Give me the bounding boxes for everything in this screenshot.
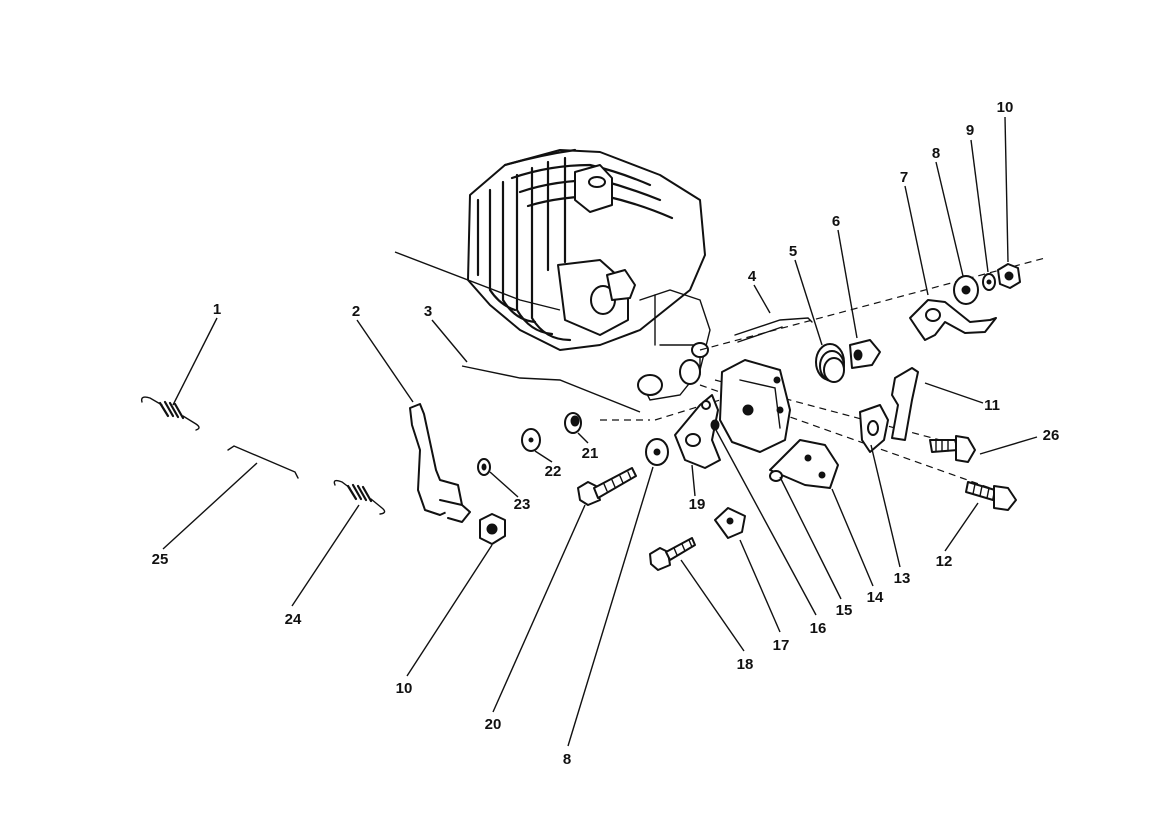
engine-cylinder-block [467,148,711,401]
callout-2: 2 [352,303,360,320]
callout-3: 3 [424,303,432,320]
extension-spring-part-24 [333,479,386,515]
callout-5: 5 [789,243,797,260]
control-plate-part-15 [719,359,791,453]
washer-part-8-middle [645,438,669,466]
bushing-part-6 [849,339,881,369]
callout-10-left: 10 [396,680,413,697]
callout-4: 4 [748,268,757,285]
leader-lines [162,116,1038,747]
lock-washer-part-9 [982,273,996,291]
square-nut-part-17 [714,507,746,539]
screw-part-18 [649,537,696,571]
callout-15: 15 [836,602,853,619]
hex-nut-part-10-right [997,263,1021,289]
control-bracket-part-19 [674,394,721,469]
callout-16: 16 [810,620,827,637]
callout-labels: 1 2 3 4 5 6 7 8 9 10 11 12 13 14 15 16 1… [152,99,1060,768]
hex-nut-part-10-left [479,513,506,545]
washer-part-8-right [953,275,979,305]
callout-10-right: 10 [997,99,1014,116]
spring-part-5 [815,343,845,383]
callout-13: 13 [894,570,911,587]
callout-14: 14 [867,589,884,606]
callout-12: 12 [936,553,953,570]
callout-8-right: 8 [932,145,940,162]
governor-lever-part-2 [409,403,471,523]
callout-11: 11 [984,397,1000,414]
callout-19: 19 [689,496,706,513]
callout-26: 26 [1043,427,1060,444]
callout-22: 22 [545,463,562,480]
callout-18: 18 [737,656,754,673]
callout-1: 1 [213,301,221,318]
screw-part-12 [965,481,1017,511]
extension-spring-part-1 [140,396,200,431]
governor-rod-part-4 [734,317,813,343]
washer-part-22 [521,428,541,452]
screw-part-26 [929,435,976,463]
bracket-part-11 [891,367,919,441]
callout-24: 24 [285,611,302,628]
washer-part-23 [477,458,491,476]
bolt-part-20 [577,467,637,506]
callout-8-left: 8 [563,751,571,768]
callout-21: 21 [582,445,599,462]
wire-link-part-25 [227,445,299,479]
callout-9: 9 [966,122,974,139]
callout-23: 23 [514,496,531,513]
lever-arm-part-7 [909,299,997,341]
clamp-part-13 [859,404,889,453]
callout-6: 6 [832,213,840,230]
callout-20: 20 [485,716,502,733]
callout-7: 7 [900,169,908,186]
callout-25: 25 [152,551,169,568]
callout-17: 17 [773,637,790,654]
bushing-part-21 [564,412,582,434]
lever-plate-part-14 [769,439,839,489]
